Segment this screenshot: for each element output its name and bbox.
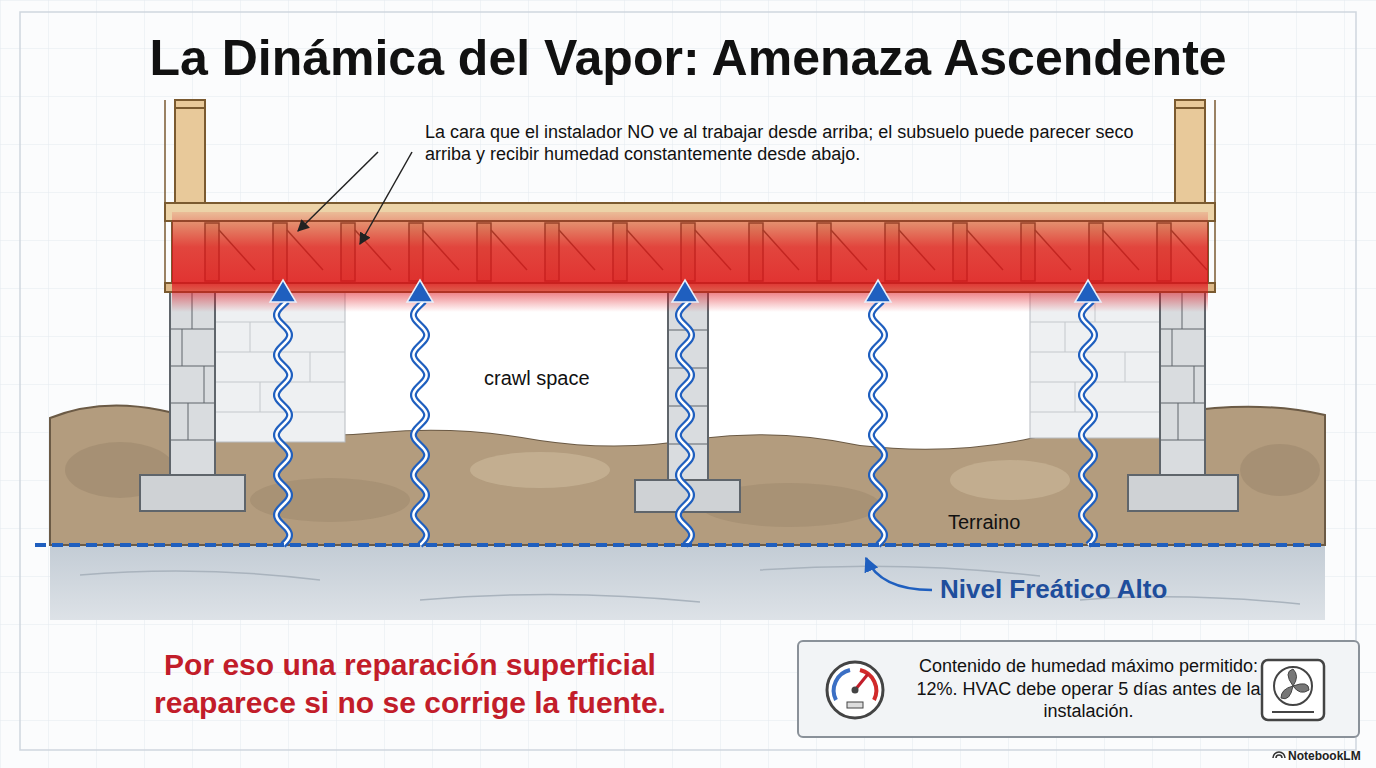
illustration-part [175,100,205,205]
vapor-arrowhead [672,280,698,302]
illustration-part [1175,100,1205,205]
floor-structure [165,203,1215,312]
illustration-part [170,292,215,440]
info-box-fill [797,640,1360,738]
water-table [50,545,1325,620]
illustration-part [1274,667,1312,705]
leader-line [866,558,932,590]
hvac-icon [1262,660,1324,720]
gauge-icon [827,662,883,718]
illustration-part [1262,660,1324,720]
vapor-arrowhead [407,280,433,302]
vapor-arrowhead [270,280,296,302]
vapor-arrowhead [1075,280,1101,302]
illustration-part [1214,100,1216,292]
illustration-part [827,662,883,718]
illustration-part [950,460,1070,500]
caption: Por eso una reparación superficial reapa… [90,646,730,722]
vapor-arrow-core [1081,301,1094,545]
illustration-part [847,702,863,708]
space-label: crawl space [484,366,590,390]
info-box: Contenido de humedad máximo permitido: 1… [797,640,1360,738]
leader-line [298,152,378,231]
vapor-arrow [1081,301,1094,545]
vapor-arrowhead [865,280,891,302]
vapor-arrow-core [678,301,691,545]
illustration-part [175,107,205,109]
water-table-line [35,543,1325,547]
illustration-part [215,292,345,442]
vapor-arrows [270,280,1101,545]
illustration-part [1175,107,1205,109]
illustration-part [1281,669,1309,699]
illustration-part [170,292,215,477]
vapor-arrow [871,301,884,545]
illustration-part [470,452,610,488]
callout-note: La cara que el instalador NO ve al traba… [425,122,1155,166]
illustration-part [1160,292,1205,440]
illustration-part [164,100,166,292]
illustration-part [1160,292,1205,477]
illustration-part [140,475,245,511]
watermark: NotebookLM [1288,749,1361,764]
vapor-arrow-core [276,301,289,545]
vapor-arrow [413,301,426,545]
illustration-part [50,545,1325,620]
illustration-part [1128,475,1238,511]
vapor-arrow-core [413,301,426,545]
watermark-logo [1273,752,1285,758]
vapor-arrow-core [871,301,884,545]
illustration-part [1272,711,1314,713]
illustration-part [1273,752,1285,758]
box-text: Contenido de humedad máximo permitido: 1… [911,655,1266,723]
illustration-part [1240,444,1320,496]
illustration-part [172,212,1208,312]
vapor-arrow [678,301,691,545]
illustration-part [834,670,850,700]
leader-line [360,152,412,244]
water-table-label: Nivel Freático Alto [940,574,1167,606]
vapor-arrow [276,301,289,545]
title: La Dinámica del Vapor: Amenaza Ascendent… [0,28,1376,89]
terrain-label: Terraino [948,510,1020,534]
illustration-part [852,687,859,694]
